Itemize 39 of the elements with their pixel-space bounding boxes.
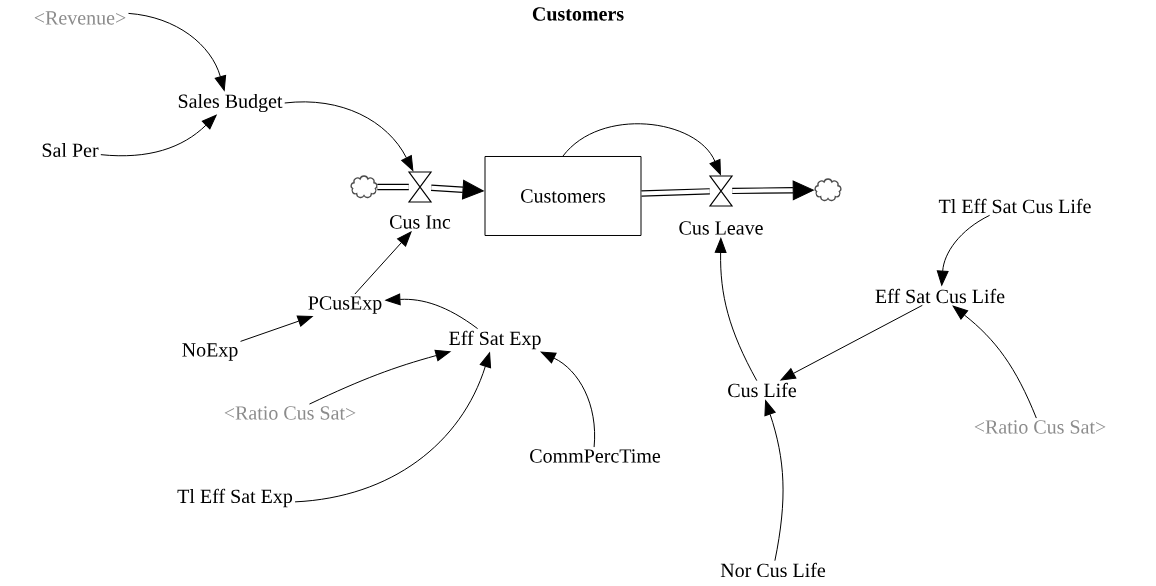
variable-label: NoExp <box>182 343 238 361</box>
flow-pipe <box>641 188 710 197</box>
variable-label: Eff Sat Cus Life <box>875 288 1005 304</box>
variable-label: <Ratio Cus Sat> <box>974 420 1106 434</box>
arrow <box>764 400 784 562</box>
arrow <box>100 114 217 157</box>
variable-label: PCusExp <box>308 296 382 314</box>
variable-label: Sal Per <box>42 142 99 158</box>
variable-label: <Ratio Cus Sat> <box>224 406 356 420</box>
stock-box: Customers <box>484 156 642 236</box>
flow-label: Cus Inc <box>390 215 451 229</box>
flow-label: Cus Leave <box>679 221 763 235</box>
flow-pipe <box>431 179 484 200</box>
variable-label: Cus Life <box>728 382 797 398</box>
arrow <box>309 349 451 405</box>
cloud-icon <box>814 178 842 202</box>
arrow <box>284 101 414 172</box>
variable-label: Nor Cus Life <box>720 562 826 578</box>
arrow <box>385 293 479 330</box>
arrow <box>294 352 492 503</box>
flow-pipe <box>377 183 409 191</box>
variable-label: Eff Sat Exp <box>449 330 541 350</box>
arrow <box>936 214 991 286</box>
arrow <box>240 315 313 342</box>
variable-label: Tl Eff Sat Exp <box>177 488 293 508</box>
cloud-icon <box>350 175 378 199</box>
variable-label: <Revenue> <box>34 11 126 25</box>
title: Customers <box>532 7 624 21</box>
flow-pipe <box>732 180 814 201</box>
arrow <box>780 304 923 381</box>
arrow <box>354 231 412 295</box>
arrow <box>127 12 227 91</box>
arrow <box>952 305 1037 419</box>
arrow <box>714 237 758 382</box>
variable-label: Tl Eff Sat Cus Life <box>938 198 1091 214</box>
variable-label: CommPercTime <box>530 449 661 463</box>
arrow <box>562 123 721 175</box>
variable-label: Sales Budget <box>178 93 283 113</box>
arrow <box>540 351 596 448</box>
